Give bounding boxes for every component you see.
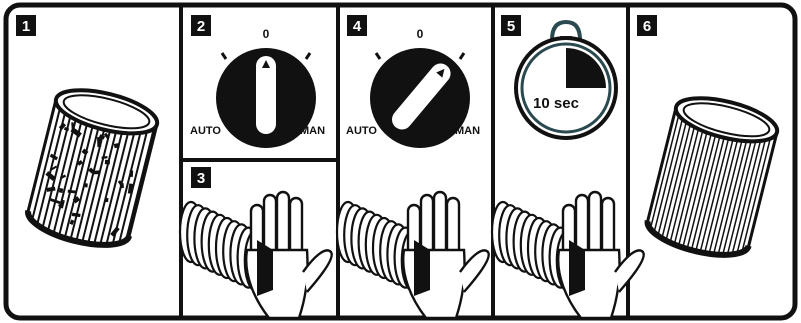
step-badge-6: 6 bbox=[637, 15, 657, 36]
step-badge-1: 1 bbox=[16, 15, 36, 36]
svg-text:1: 1 bbox=[22, 18, 30, 35]
step-badge-4: 4 bbox=[347, 15, 367, 36]
dial-label-zero: 0 bbox=[417, 27, 424, 41]
dial-label-auto: AUTO bbox=[346, 125, 377, 137]
dial-label-man: MAN bbox=[455, 125, 480, 137]
step-badge-5: 5 bbox=[501, 15, 521, 36]
svg-text:2: 2 bbox=[197, 18, 205, 35]
step-badge-3: 3 bbox=[191, 167, 211, 188]
svg-text:4: 4 bbox=[353, 18, 362, 35]
dial-label-man: MAN bbox=[300, 125, 325, 137]
dial-label-auto: AUTO bbox=[190, 125, 221, 137]
timer-label: 10 sec bbox=[533, 95, 579, 112]
svg-text:3: 3 bbox=[197, 170, 205, 187]
dial-label-zero: 0 bbox=[263, 27, 270, 41]
step-badge-2: 2 bbox=[191, 15, 211, 36]
svg-text:5: 5 bbox=[507, 18, 515, 35]
svg-text:6: 6 bbox=[643, 18, 651, 35]
